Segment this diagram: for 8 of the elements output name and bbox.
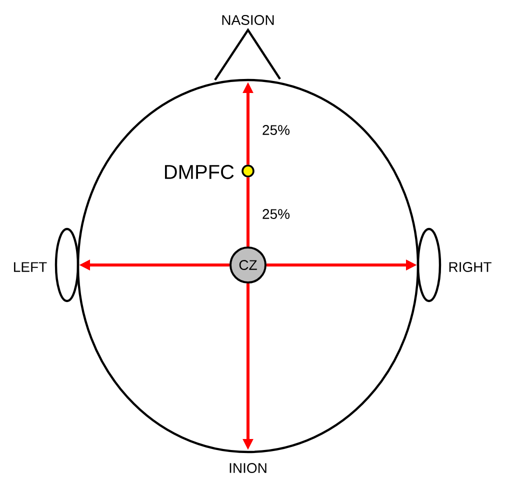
landmark-label: RIGHT <box>449 262 492 272</box>
point-marker <box>242 164 254 178</box>
edge-label: 25% <box>262 125 290 135</box>
point-label: DMPFC <box>165 164 234 180</box>
landmark-label: NASION <box>222 15 274 25</box>
edge-label: 25% <box>262 209 290 219</box>
landmark-label: INION <box>230 463 266 473</box>
landmark-label: LEFT <box>14 262 47 272</box>
